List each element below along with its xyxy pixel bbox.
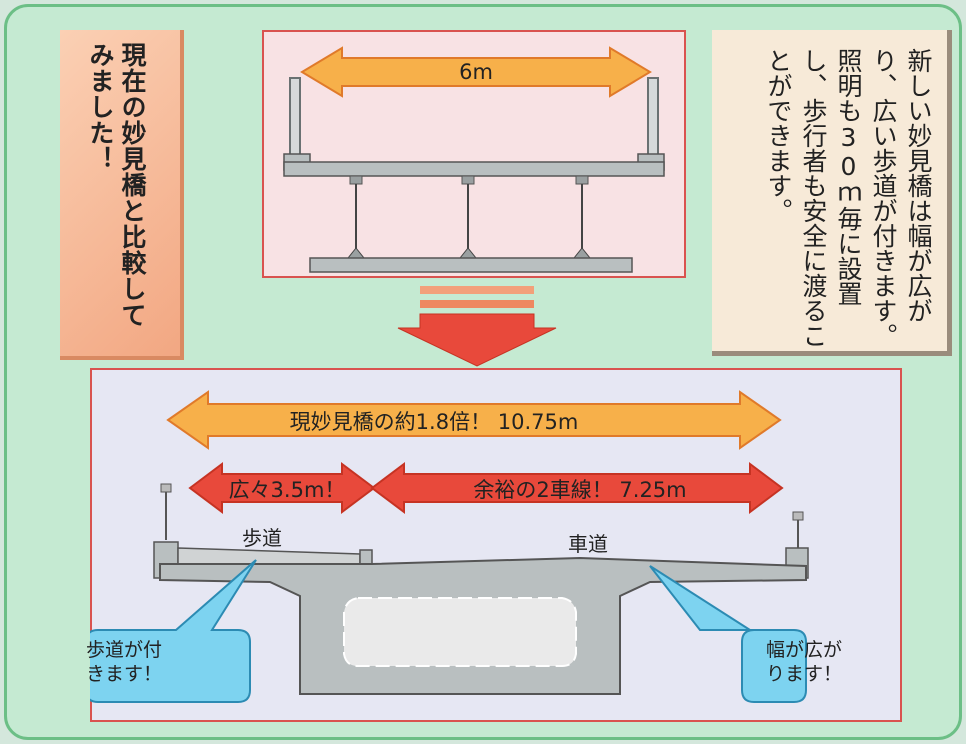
- sidewalk-callout: [90, 559, 257, 703]
- current-width-arrow: [300, 46, 652, 98]
- transition-arrow: [397, 286, 557, 367]
- roadway-width-label: 余裕の2車線！ 7.25m: [473, 478, 687, 502]
- girder-3: [575, 175, 589, 185]
- description-box: [712, 30, 952, 356]
- current-bridge-panel: [262, 30, 686, 278]
- transition-arrow-head: [397, 313, 557, 367]
- total-width-arrow: [166, 390, 782, 450]
- new-bridge-panel: [90, 368, 902, 722]
- description-text: 新しい妙見橋は幅が広がり、広い歩道が付きます。 照明も30ｍ毎に設置し、歩行者も…: [764, 48, 933, 361]
- sidewalk-label: 歩道: [242, 526, 282, 550]
- current-width-label: 6m: [459, 60, 493, 84]
- width-callout: [649, 565, 807, 703]
- current-deck: [283, 161, 665, 177]
- sidewalk-callout-line1: 歩道が付: [85, 639, 162, 661]
- left-lamp-head: [160, 483, 172, 493]
- right-railing: [647, 77, 659, 159]
- roadway-width-arrow: [370, 462, 784, 514]
- width-callout-line2: ります！: [765, 663, 842, 685]
- current-base: [309, 257, 633, 273]
- compare-label-text: 現在の妙見橋と比較してみました！: [86, 42, 147, 328]
- left-railing: [289, 77, 301, 159]
- roadway-label: 車道: [568, 532, 608, 556]
- width-callout-line1: 幅が広が: [765, 639, 842, 661]
- transition-band-2: [420, 300, 534, 308]
- transition-band-1: [420, 286, 534, 294]
- sidewalk-callout-line2: きます！: [85, 663, 162, 685]
- hollow-box: [343, 597, 577, 667]
- width-callout-text: 幅が広が ります！: [742, 638, 866, 686]
- compare-label-box: [60, 30, 184, 360]
- girder-2: [461, 175, 475, 185]
- sidewalk-width-label: 広々3.5m！: [228, 478, 346, 502]
- girder-1: [349, 175, 363, 185]
- total-width-label: 現妙見橋の約1.8倍！ 10.75m: [289, 410, 579, 434]
- sidewalk-callout-text: 歩道が付 きます！: [64, 638, 184, 686]
- right-lamp-head: [792, 511, 804, 521]
